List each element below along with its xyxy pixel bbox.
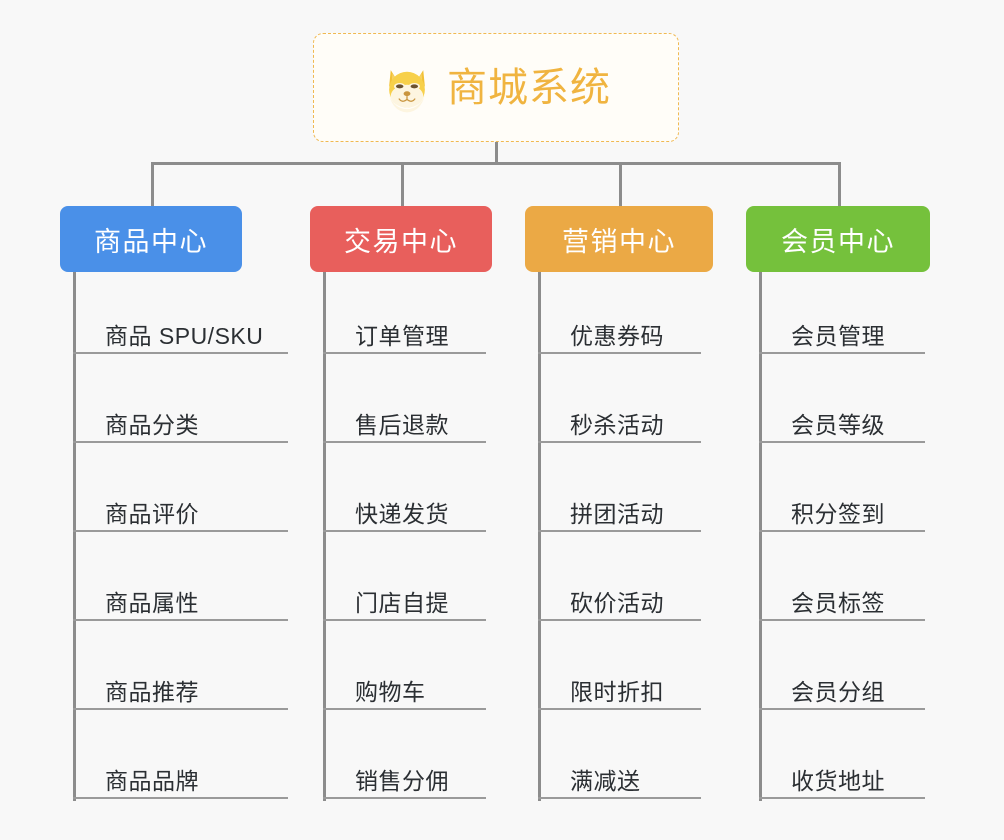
leaf-item-label: 拼团活动 <box>570 500 664 527</box>
branch-header-1[interactable]: 商品中心 <box>60 206 242 272</box>
leaf-item[interactable]: 会员等级 <box>759 397 925 443</box>
branch-spine-3 <box>759 272 762 801</box>
leaf-item[interactable]: 积分签到 <box>759 486 925 532</box>
branch-header-label: 营销中心 <box>562 226 676 257</box>
leaf-item-label: 限时折扣 <box>570 678 664 705</box>
leaf-item-label: 商品品牌 <box>105 767 199 794</box>
bus-line <box>151 162 841 165</box>
leaf-item-label: 秒杀活动 <box>570 411 664 438</box>
leaf-item[interactable]: 购物车 <box>323 664 486 710</box>
branch-drop-1 <box>401 162 404 206</box>
branch-header-2[interactable]: 交易中心 <box>310 206 492 272</box>
leaf-item[interactable]: 会员分组 <box>759 664 925 710</box>
leaf-item[interactable]: 拼团活动 <box>538 486 701 532</box>
leaf-item-label: 快递发货 <box>355 500 449 527</box>
branch-header-label: 会员中心 <box>781 226 895 257</box>
leaf-item-label: 商品属性 <box>105 589 199 616</box>
leaf-item[interactable]: 快递发货 <box>323 486 486 532</box>
leaf-item-label: 销售分佣 <box>355 767 449 794</box>
leaf-item-label: 积分签到 <box>791 500 885 527</box>
leaf-item[interactable]: 限时折扣 <box>538 664 701 710</box>
leaf-item[interactable]: 商品推荐 <box>73 664 288 710</box>
leaf-item-label: 门店自提 <box>355 589 449 616</box>
root-stem <box>495 142 498 165</box>
leaf-item[interactable]: 售后退款 <box>323 397 486 443</box>
branch-spine-2 <box>538 272 541 801</box>
branch-header-label: 商品中心 <box>94 226 208 257</box>
leaf-item[interactable]: 商品属性 <box>73 575 288 621</box>
branch-drop-0 <box>151 162 154 206</box>
branch-header-label: 交易中心 <box>344 226 458 257</box>
leaf-item[interactable]: 满减送 <box>538 753 701 799</box>
root-node[interactable]: 商城系统 <box>313 33 679 142</box>
leaf-item[interactable]: 商品评价 <box>73 486 288 532</box>
branch-drop-2 <box>619 162 622 206</box>
leaf-item-label: 会员分组 <box>791 678 885 705</box>
leaf-item[interactable]: 砍价活动 <box>538 575 701 621</box>
leaf-item-label: 会员标签 <box>791 589 885 616</box>
leaf-item[interactable]: 秒杀活动 <box>538 397 701 443</box>
branch-drop-3 <box>838 162 841 206</box>
leaf-item[interactable]: 订单管理 <box>323 308 486 354</box>
branch-spine-1 <box>323 272 326 801</box>
leaf-item-label: 会员等级 <box>791 411 885 438</box>
leaf-item-label: 商品分类 <box>105 411 199 438</box>
leaf-item-label: 订单管理 <box>355 322 449 349</box>
leaf-item-label: 商品推荐 <box>105 678 199 705</box>
branch-spine-0 <box>73 272 76 801</box>
leaf-item-label: 优惠券码 <box>570 322 664 349</box>
leaf-item-label: 会员管理 <box>791 322 885 349</box>
leaf-item[interactable]: 会员标签 <box>759 575 925 621</box>
leaf-item[interactable]: 商品分类 <box>73 397 288 443</box>
root-title: 商城系统 <box>447 65 611 110</box>
leaf-item[interactable]: 销售分佣 <box>323 753 486 799</box>
leaf-item-label: 砍价活动 <box>570 589 664 616</box>
leaf-item[interactable]: 门店自提 <box>323 575 486 621</box>
leaf-item[interactable]: 收货地址 <box>759 753 925 799</box>
leaf-item-label: 收货地址 <box>791 767 885 794</box>
leaf-item[interactable]: 会员管理 <box>759 308 925 354</box>
leaf-item[interactable]: 商品 SPU/SKU <box>73 308 288 354</box>
leaf-item-label: 满减送 <box>570 767 641 794</box>
leaf-item[interactable]: 商品品牌 <box>73 753 288 799</box>
leaf-item-label: 售后退款 <box>355 411 449 438</box>
branch-header-4[interactable]: 会员中心 <box>746 206 930 272</box>
branch-header-3[interactable]: 营销中心 <box>525 206 713 272</box>
leaf-item-label: 购物车 <box>355 678 426 705</box>
leaf-item-label: 商品 SPU/SKU <box>105 322 264 349</box>
leaf-item-label: 商品评价 <box>105 500 199 527</box>
dog-face-emoji <box>389 69 425 112</box>
leaf-item[interactable]: 优惠券码 <box>538 308 701 354</box>
